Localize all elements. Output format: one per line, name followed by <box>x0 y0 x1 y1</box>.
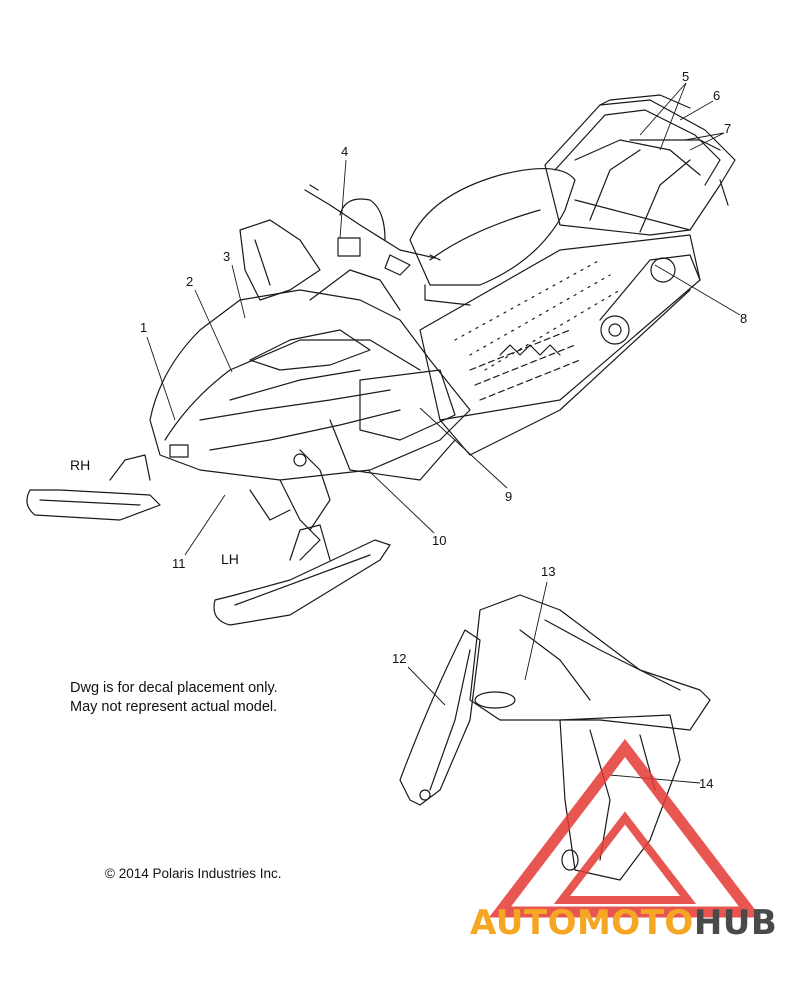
leader-lines <box>146 82 741 784</box>
watermark-logo: AUTOMOTOHUB <box>470 903 777 943</box>
lh-label: LH <box>221 551 239 567</box>
callout-9: 9 <box>505 489 513 504</box>
callout-5: 5 <box>682 69 690 84</box>
callout-4: 4 <box>341 144 349 159</box>
callout-12: 12 <box>392 651 407 666</box>
windshield <box>239 219 321 301</box>
note-line-2: May not represent actual model. <box>70 699 278 715</box>
note-line-1: Dwg is for decal placement only. <box>70 680 278 696</box>
tunnel-and-track <box>419 234 701 456</box>
rh-ski <box>26 454 161 521</box>
callout-1: 1 <box>140 320 148 335</box>
callout-2: 2 <box>186 274 194 289</box>
watermark-triangle <box>488 738 762 918</box>
callout-3: 3 <box>223 249 231 264</box>
callout-7: 7 <box>724 121 732 136</box>
front-suspension <box>249 449 331 561</box>
callout-11: 11 <box>172 556 186 571</box>
handlebar <box>304 184 441 276</box>
lh-ski <box>213 524 391 626</box>
watermark-part-2: HUB <box>693 903 778 943</box>
copyright-text: © 2014 Polaris Industries Inc. <box>105 866 282 881</box>
seat <box>409 168 576 306</box>
callout-14: 14 <box>699 776 714 791</box>
rh-label: RH <box>70 457 91 473</box>
side-panel <box>399 629 481 806</box>
placement-note: Dwg is for decal placement only. May not… <box>70 679 278 717</box>
nose-cone <box>469 594 711 731</box>
rear-rack <box>544 94 736 236</box>
callout-8: 8 <box>740 311 748 326</box>
callout-10: 10 <box>432 533 447 548</box>
callout-13: 13 <box>541 564 556 579</box>
callout-6: 6 <box>713 88 721 103</box>
watermark-part-1: AUTOMOTO <box>470 903 694 943</box>
hood-body <box>149 269 471 481</box>
